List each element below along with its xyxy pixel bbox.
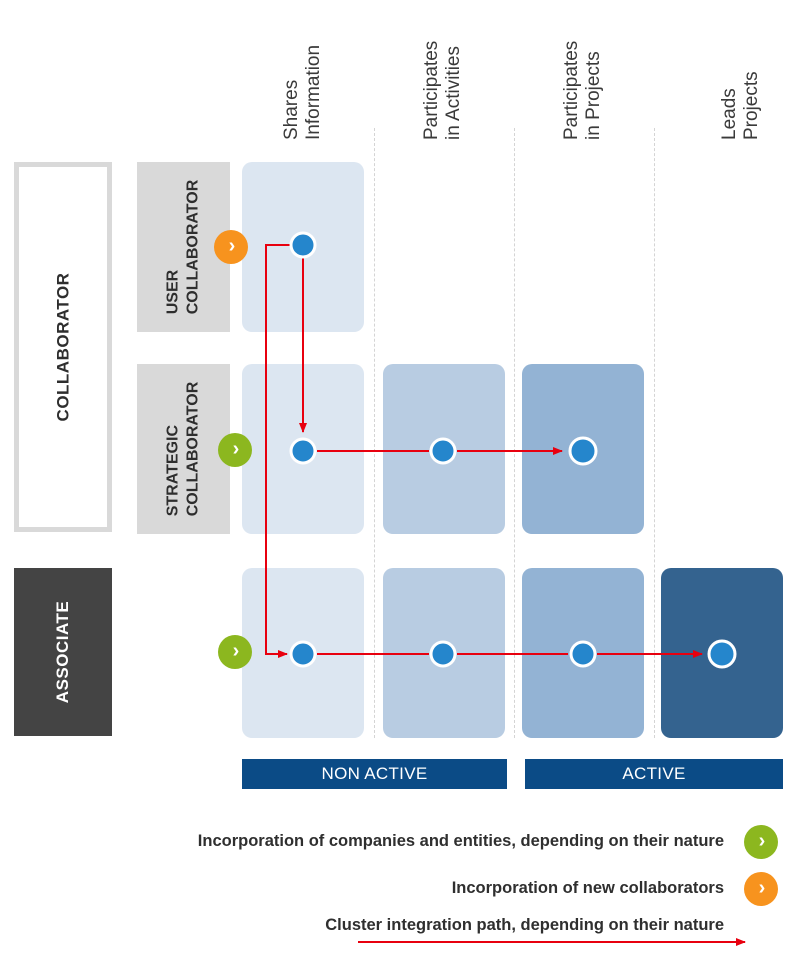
chevron-right-icon: ›: [744, 872, 778, 906]
non-active-bar: NON ACTIVE: [242, 759, 507, 789]
legend-path-label: Cluster integration path, depending on t…: [325, 916, 724, 934]
node-associate-shares: [289, 640, 317, 668]
chevron-right-icon: ›: [218, 635, 252, 669]
node-strategic-projects: [568, 436, 598, 466]
column-divider: [374, 128, 375, 738]
node-associate-leads: [707, 639, 737, 669]
legend-companies-label: Incorporation of companies and entities,…: [197, 832, 724, 850]
node-associate-activities: [429, 640, 457, 668]
chevron-right-icon: ›: [744, 825, 778, 859]
active-bar: ACTIVE: [525, 759, 783, 789]
node-strategic-shares: [289, 437, 317, 465]
node-user-shares: [289, 231, 317, 259]
collaborator-group-box: COLLABORATOR: [14, 162, 112, 532]
node-strategic-activities: [429, 437, 457, 465]
associate-group-box: ASSOCIATE: [14, 568, 112, 736]
column-divider: [654, 128, 655, 738]
chevron-right-icon: ›: [218, 433, 252, 467]
node-associate-projects: [569, 640, 597, 668]
path-segment: [265, 244, 290, 658]
legend-collaborators-label: Incorporation of new collaborators: [451, 879, 724, 897]
column-divider: [514, 128, 515, 738]
chevron-right-icon: ›: [214, 230, 248, 264]
